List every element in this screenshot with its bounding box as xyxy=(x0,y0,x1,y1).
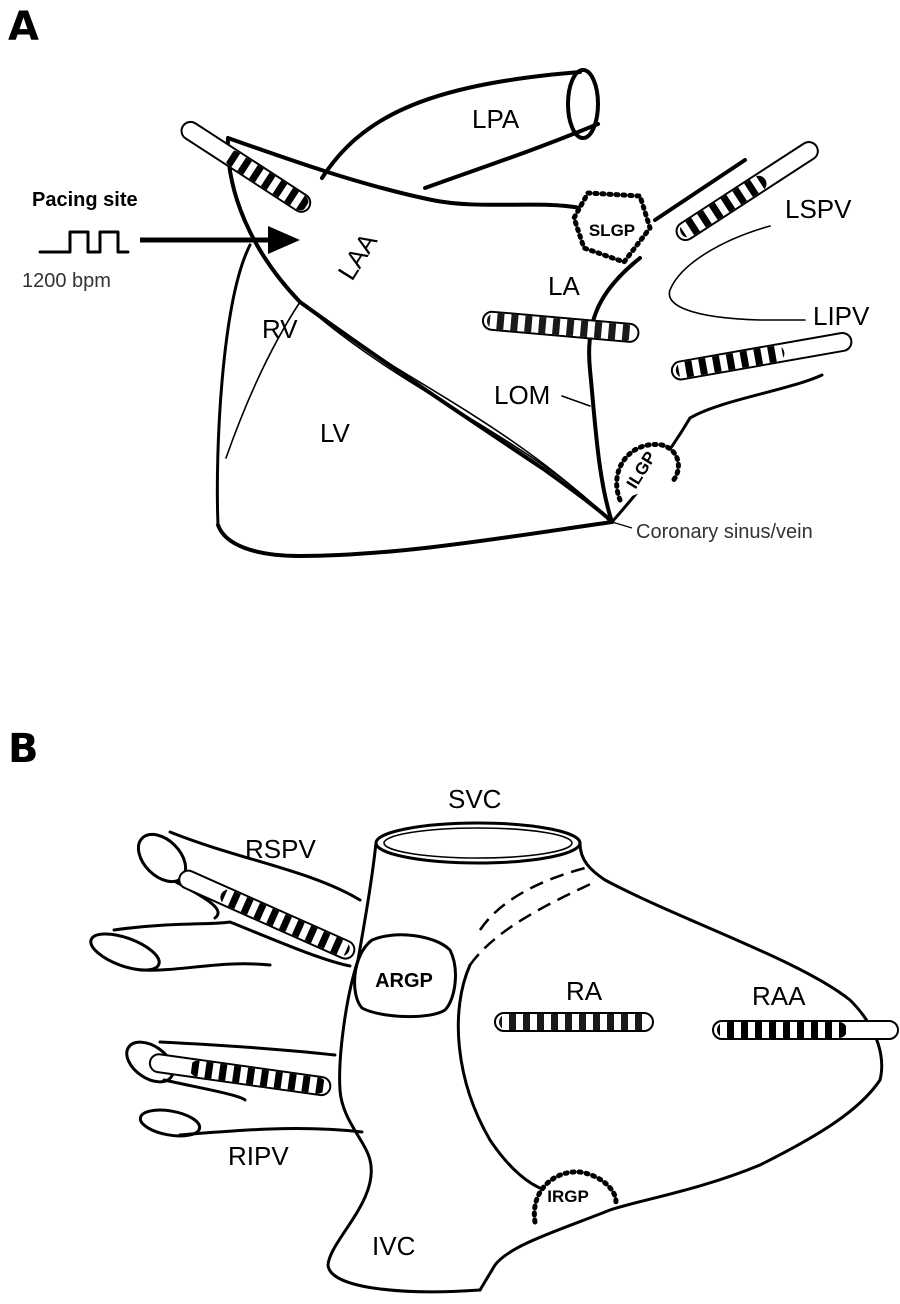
label-lspv: LSPV xyxy=(785,194,852,224)
label-lipv: LIPV xyxy=(813,301,870,331)
label-lom: LOM xyxy=(494,380,550,410)
label-rspv: RSPV xyxy=(245,834,316,864)
argp-marker: ARGP xyxy=(355,935,456,1017)
panel-a-letter: A xyxy=(8,4,39,50)
panel-a: A xyxy=(8,4,870,556)
lpa-vessel xyxy=(322,70,598,188)
pacing-pulse-icon xyxy=(40,232,128,252)
ripv-catheter xyxy=(149,1053,332,1096)
label-lpa: LPA xyxy=(472,104,520,134)
slgp-marker: SLGP xyxy=(574,193,650,262)
lipv-catheter xyxy=(670,332,852,381)
coronary-pointer xyxy=(612,522,632,528)
rspv-catheter xyxy=(176,868,357,962)
label-ivc: IVC xyxy=(372,1231,415,1261)
svg-text:ARGP: ARGP xyxy=(375,970,433,992)
pacing-site: Pacing site 1200 bpm xyxy=(22,189,300,292)
pacing-arrow-head xyxy=(268,226,300,254)
label-raa: RAA xyxy=(752,981,806,1011)
panel-b: B xyxy=(8,726,898,1292)
ra-catheter xyxy=(495,1013,653,1031)
pacing-rate: 1200 bpm xyxy=(22,270,111,292)
label-laa: LAA xyxy=(332,227,384,285)
label-rv: RV xyxy=(262,314,298,344)
label-lv: LV xyxy=(320,418,351,448)
raa-catheter xyxy=(713,1021,898,1039)
svg-text:IRGP: IRGP xyxy=(547,1187,589,1206)
label-la: LA xyxy=(548,271,580,301)
label-ripv: RIPV xyxy=(228,1141,289,1171)
laa-catheter xyxy=(178,118,314,215)
ilgp-marker: ILGP xyxy=(617,444,679,500)
panel-b-letter: B xyxy=(8,726,39,772)
label-coronary: Coronary sinus/vein xyxy=(636,521,813,543)
right-heart-outline xyxy=(328,823,882,1292)
la-catheter xyxy=(482,311,639,343)
label-svc: SVC xyxy=(448,784,501,814)
label-ra: RA xyxy=(566,976,603,1006)
irgp-marker: IRGP xyxy=(534,1172,616,1222)
svg-text:SLGP: SLGP xyxy=(589,221,635,240)
pacing-site-title: Pacing site xyxy=(32,189,138,211)
